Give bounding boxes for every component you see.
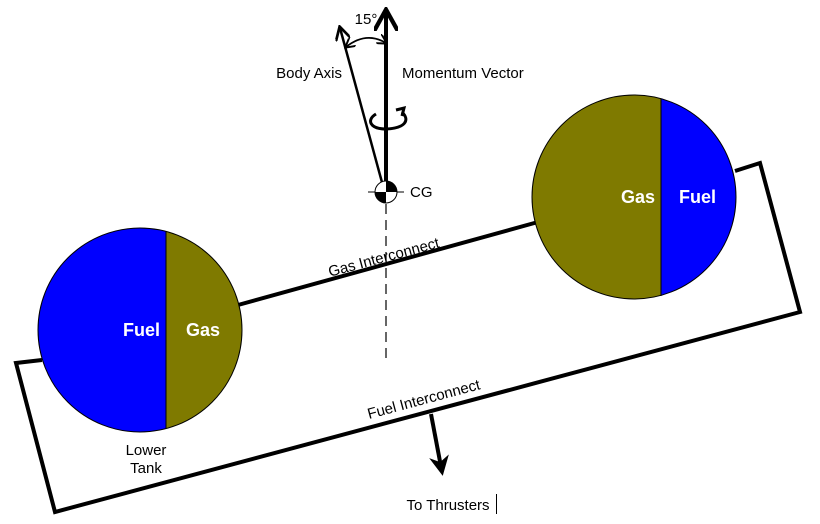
body-axis-arrow [340, 28, 385, 187]
spin-direction-icon [369, 110, 408, 131]
thruster-feed-arrow [429, 413, 449, 476]
fuel-interconnect-line [13, 160, 803, 515]
lower-tank-fuel-region [38, 228, 166, 432]
angle-arc [346, 38, 386, 47]
upper-tank-fuel-region [661, 98, 736, 296]
lower-tank-outline [37, 227, 243, 433]
upper-tank-outline [531, 94, 737, 300]
spin-arrowhead-icon [395, 105, 407, 117]
lower-tank: Fuel Gas [37, 227, 243, 433]
cg-symbol-icon [368, 180, 404, 204]
upper-tank-fuel-label: Fuel [679, 187, 716, 207]
gas-interconnect-line [237, 220, 539, 307]
cg-label: CG [410, 184, 433, 201]
upper-tank-gas-region [532, 95, 661, 299]
to-thrusters-label: To Thrusters [406, 497, 489, 514]
gas-interconnect-label: Gas Interconnect [326, 234, 442, 280]
lower-tank-label-line2: Tank [130, 460, 162, 477]
fuel-interconnect-label: Fuel Interconnect [366, 376, 483, 423]
body-axis-label: Body Axis [276, 65, 342, 82]
lower-tank-label-line1: Lower [126, 442, 167, 459]
angle-label: 15° [355, 11, 378, 28]
lower-tank-gas-label: Gas [186, 320, 220, 340]
text-cursor [496, 494, 497, 514]
upper-tank: Gas Fuel [531, 94, 737, 300]
lower-tank-fuel-label: Fuel [123, 320, 160, 340]
upper-tank-gas-label: Gas [621, 187, 655, 207]
lower-tank-gas-region [166, 231, 242, 429]
momentum-vector-label: Momentum Vector [402, 65, 524, 82]
